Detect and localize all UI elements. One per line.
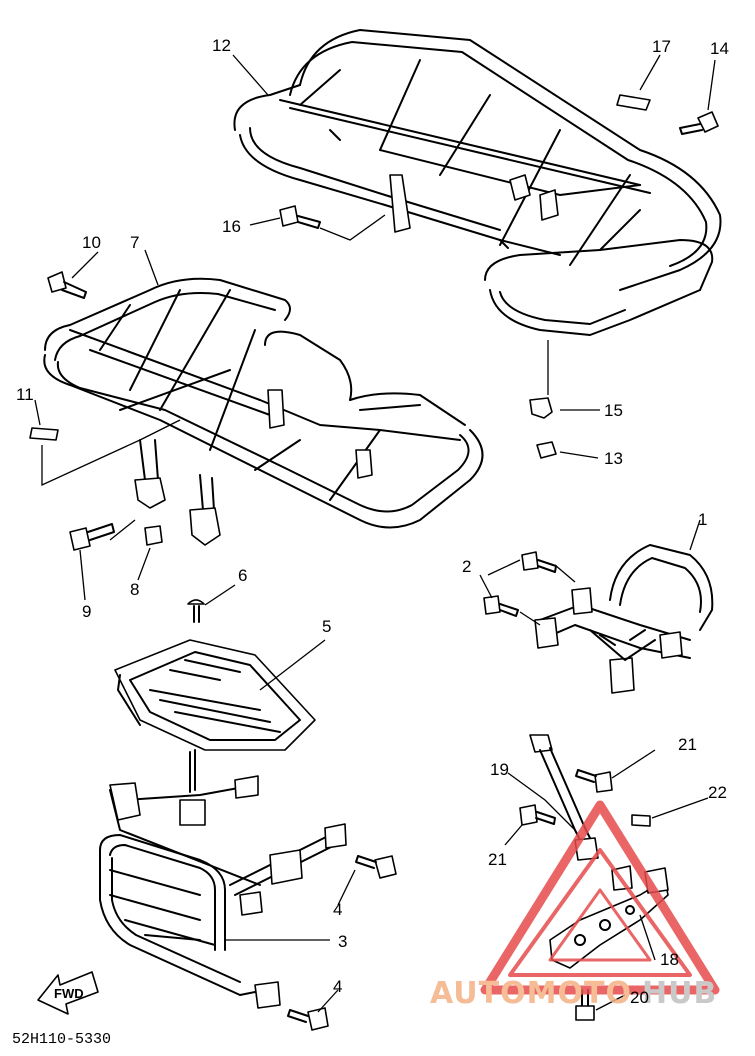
callout-2: 2 xyxy=(462,557,471,576)
callout-6: 6 xyxy=(238,566,247,585)
callout-10: 10 xyxy=(82,233,101,252)
screw-6 xyxy=(187,599,205,623)
front-carrier xyxy=(43,277,484,546)
callout-11: 11 xyxy=(16,385,34,404)
callout-3: 3 xyxy=(338,932,347,951)
bolt-9 xyxy=(69,523,115,551)
callout-13: 13 xyxy=(604,449,623,468)
bolts-4 xyxy=(287,855,397,1031)
callout-7: 7 xyxy=(130,233,139,252)
collar-13 xyxy=(536,441,557,459)
fwd-arrow: FWD xyxy=(37,971,99,1015)
callout-18: 18 xyxy=(660,950,679,969)
clip-15 xyxy=(529,397,553,419)
callout-numbers: 1 2 3 4 4 5 6 7 8 9 10 11 12 13 14 15 16… xyxy=(16,36,729,1007)
rear-carrier xyxy=(233,29,722,336)
watermark-text-b: HUB xyxy=(642,976,717,1011)
watermark-triangle xyxy=(480,800,720,995)
callout-21b: 21 xyxy=(488,850,507,869)
callout-17: 17 xyxy=(652,37,671,56)
bolts-21 xyxy=(519,769,613,826)
bolts-2 xyxy=(483,551,557,617)
automotohub-watermark: AUTOMOTO HUB xyxy=(430,800,720,1011)
fwd-label: FWD xyxy=(54,986,84,1001)
bolt-16 xyxy=(279,205,321,229)
callout-4b: 4 xyxy=(333,977,342,996)
label-11 xyxy=(29,427,59,441)
bolt-14 xyxy=(679,111,719,135)
callout-5: 5 xyxy=(322,617,331,636)
bolt-20 xyxy=(575,989,595,1021)
callout-15: 15 xyxy=(604,401,623,420)
callout-4a: 4 xyxy=(333,900,342,919)
callout-19: 19 xyxy=(490,760,509,779)
rear-guard xyxy=(534,544,714,694)
callout-20: 20 xyxy=(630,988,649,1007)
callout-12: 12 xyxy=(212,36,231,55)
callout-9: 9 xyxy=(82,602,91,621)
callout-1: 1 xyxy=(698,510,707,529)
callout-16: 16 xyxy=(222,217,241,236)
collar-8 xyxy=(144,525,163,546)
label-22 xyxy=(631,814,651,827)
front-guard xyxy=(99,775,347,1009)
callout-14: 14 xyxy=(710,39,729,58)
footrest-plate xyxy=(114,639,316,793)
part-code: 52H110-5330 xyxy=(12,1031,111,1048)
callout-21a: 21 xyxy=(678,735,697,754)
watermark-text-a: AUTOMOTO xyxy=(430,976,632,1011)
label-17 xyxy=(616,94,651,111)
bolt-10 xyxy=(47,271,87,299)
leader-lines xyxy=(34,54,716,1013)
callout-22: 22 xyxy=(708,783,727,802)
callout-8: 8 xyxy=(130,580,139,599)
